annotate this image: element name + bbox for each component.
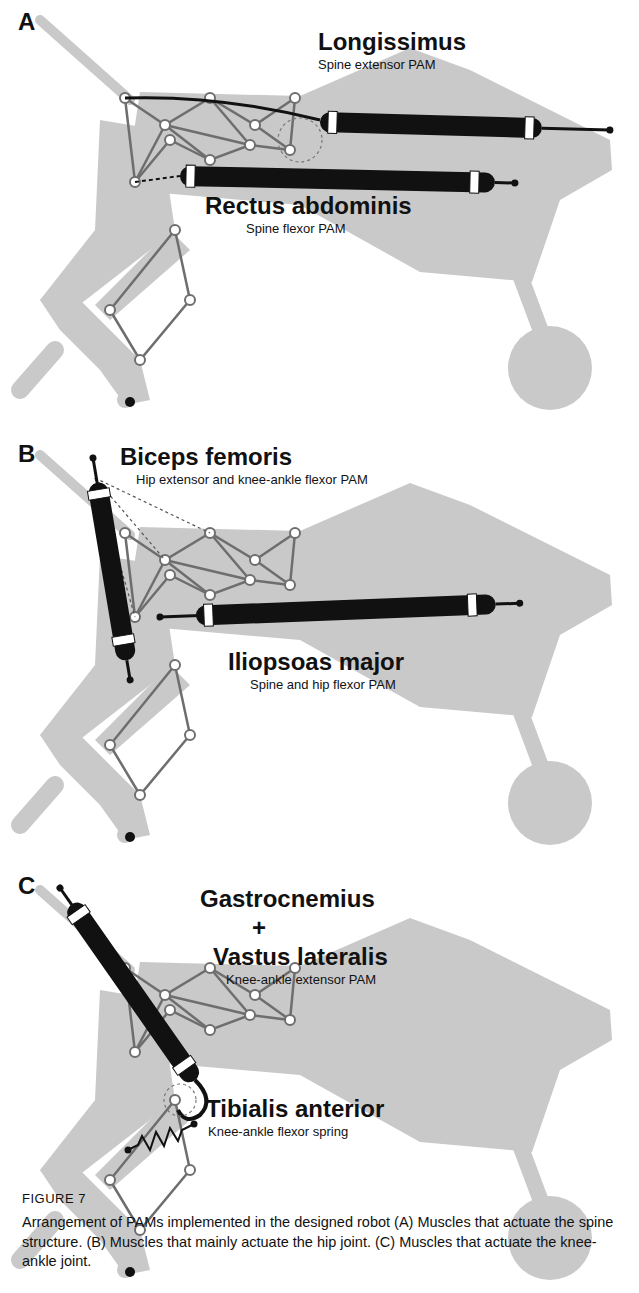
muscle-name: Gastrocnemius [200, 885, 375, 913]
muscle-role: Spine and hip flexor PAM [250, 678, 396, 693]
muscle-name: Iliopsoas major [228, 648, 404, 676]
figure-number: FIGURE 7 [22, 1192, 86, 1207]
muscle-role: Spine extensor PAM [318, 58, 436, 73]
biceps-femoris-pam [82, 453, 210, 685]
muscle-name: Vastus lateralis [213, 943, 388, 971]
panel-letter: A [18, 8, 35, 36]
figure-caption: Arrangement of PAMs implemented in the d… [22, 1213, 618, 1272]
tibialis-anterior-spring [125, 1121, 198, 1154]
muscle-role: Knee-ankle flexor spring [208, 1125, 348, 1140]
iliopsoas-major-pam [156, 592, 524, 628]
gastrocnemius-vastus-pam [49, 879, 206, 1119]
plus-sign: + [252, 914, 266, 942]
muscle-name: Rectus abdominis [205, 192, 412, 220]
muscle-role: Hip extensor and knee-ankle flexor PAM [136, 473, 368, 488]
muscle-role: Knee-ankle extensor PAM [226, 973, 376, 988]
panel-letter: C [18, 872, 35, 900]
rectus-abdominis-pam [135, 165, 519, 194]
muscle-name: Longissimus [318, 28, 466, 56]
muscle-name: Tibialis anterior [206, 1095, 384, 1123]
muscle-role: Spine flexor PAM [246, 222, 345, 237]
muscle-name: Biceps femoris [120, 443, 292, 471]
longissimus-pam [125, 98, 614, 162]
panel-letter: B [18, 440, 35, 468]
